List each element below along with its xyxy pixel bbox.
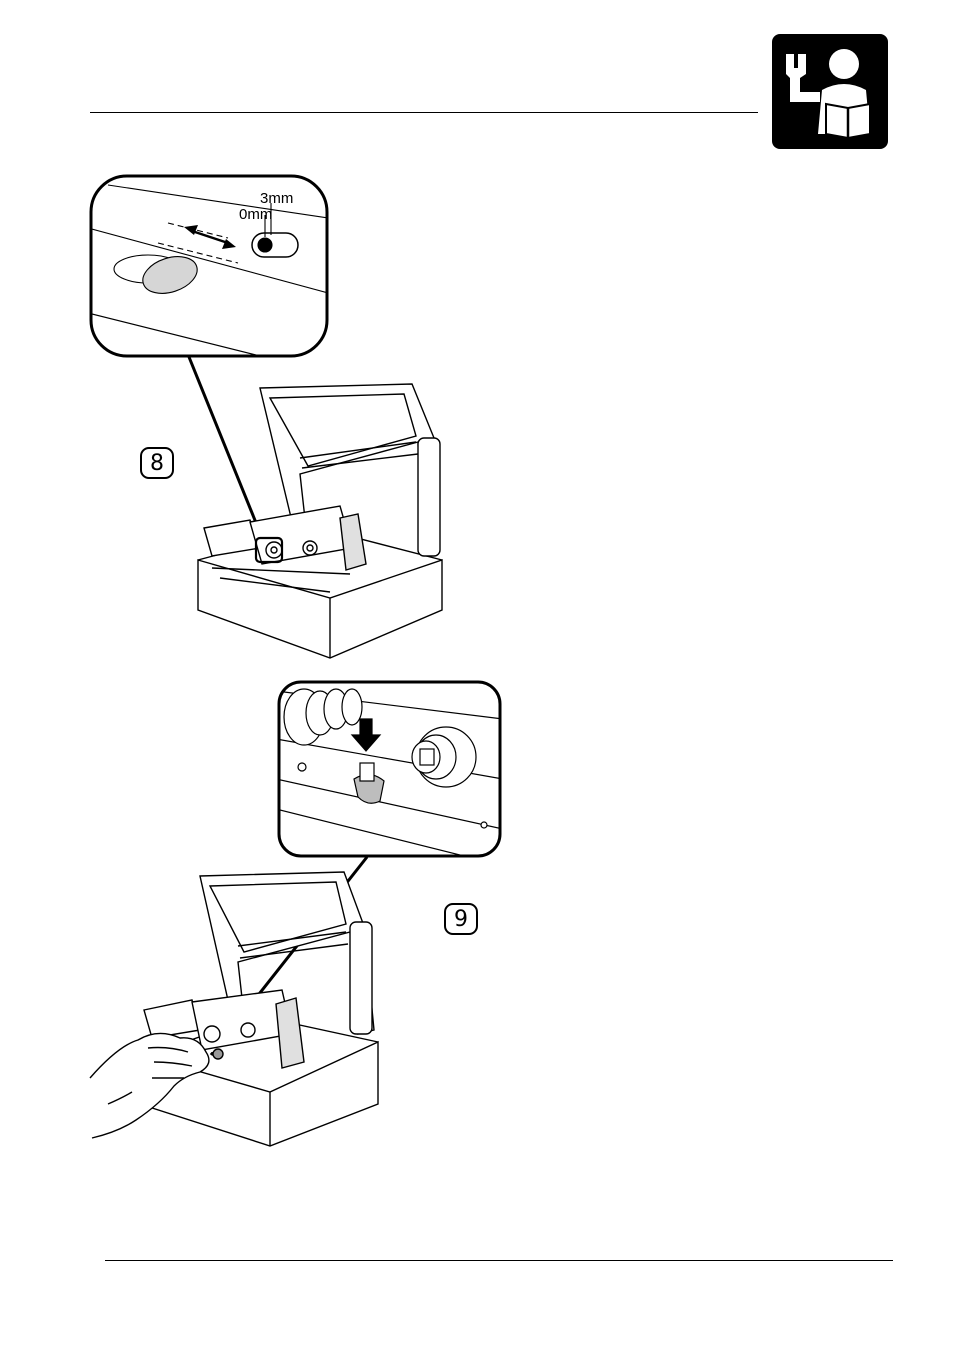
figure-9-detail-callout: [276, 679, 503, 859]
footer-rule: [105, 1260, 893, 1261]
scale-label-0mm: 0mm: [239, 206, 272, 223]
figure-8-printer-illustration: [190, 378, 450, 660]
step-9-label: 9: [444, 903, 478, 935]
step-8-label: 8: [140, 447, 174, 479]
header-rule: [90, 112, 758, 113]
service-manual-icon: [772, 34, 888, 149]
figure-9-printer-illustration: [88, 866, 388, 1148]
figure-8-detail-callout: 3mm 0mm: [88, 173, 330, 359]
scale-label-3mm: 3mm: [260, 190, 293, 207]
